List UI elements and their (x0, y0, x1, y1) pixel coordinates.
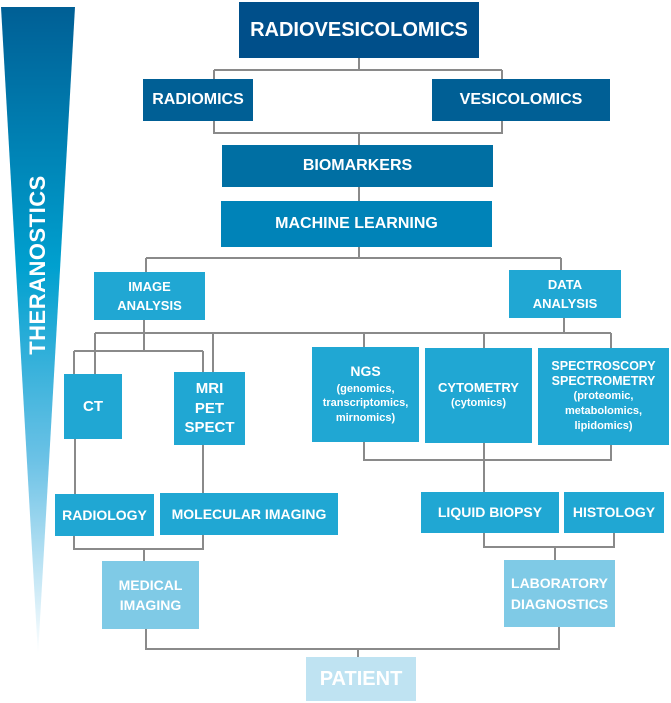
node-machine-learning: MACHINE LEARNING (221, 201, 492, 247)
node-radiology: RADIOLOGY (55, 494, 154, 536)
node-histology: HISTOLOGY (564, 492, 664, 533)
node-liquid-biopsy: LIQUID BIOPSY (421, 492, 559, 533)
node-label: HISTOLOGY (572, 504, 656, 521)
node-label: MRI (195, 380, 224, 398)
node-vesicolomics: VESICOLOMICS (432, 79, 610, 121)
node-subtitle: transcriptomics, (322, 397, 409, 410)
node-biomarkers: BIOMARKERS (222, 145, 493, 187)
node-label: RADIOMICS (152, 91, 244, 109)
node-radiomics: RADIOMICS (143, 79, 253, 121)
node-subtitle: (cytomics) (450, 396, 507, 409)
node-label: ANALYSIS (117, 298, 182, 313)
node-cytometry: CYTOMETRY(cytomics) (425, 348, 532, 443)
node-title: SPECTROMETRY (551, 374, 656, 389)
node-label: DIAGNOSTICS (510, 595, 609, 612)
node-label: LIQUID BIOPSY (437, 504, 543, 521)
node-patient: PATIENT (306, 657, 416, 701)
node-label: LABORATORY (511, 575, 608, 592)
node-laboratory-diagnostics: LABORATORY DIAGNOSTICS (504, 560, 615, 627)
node-label: ANALYSIS (532, 296, 598, 311)
node-subtitle: (genomics, (336, 382, 395, 395)
node-image-analysis: IMAGE ANALYSIS (94, 272, 205, 320)
node-label: RADIOLOGY (62, 506, 147, 523)
node-radiovesicolomics: RADIOVESICOLOMICS (239, 2, 479, 58)
node-label: DATA (547, 276, 583, 292)
node-title: SPECTROSCOPY (551, 359, 656, 374)
node-label: BIOMARKERS (302, 157, 413, 175)
node-title: CYTOMETRY (438, 380, 519, 396)
node-label: IMAGING (119, 597, 182, 613)
node-data-analysis: DATA ANALYSIS (509, 270, 621, 318)
node-ngs: NGS (genomics, transcriptomics, mirnomics) (312, 347, 419, 442)
theranostics-gradient-triangle (1, 7, 75, 655)
node-medical-imaging: MEDICAL IMAGING (102, 561, 199, 629)
node-label: PET (194, 399, 225, 417)
node-label: MACHINE LEARNING (275, 215, 438, 233)
node-label: IMAGE (128, 278, 171, 294)
node-subtitle: mirnomics) (335, 412, 396, 425)
node-subtitle: lipidomics) (574, 419, 633, 432)
node-label: MOLECULAR IMAGING (171, 505, 327, 522)
node-label: MEDICAL (118, 576, 183, 593)
node-label: CT (83, 397, 103, 415)
node-label: PATIENT (319, 668, 403, 690)
node-label: VESICOLOMICS (459, 91, 583, 109)
node-label: RADIOVESICOLOMICS (250, 19, 468, 41)
node-subtitle: (proteomic, (573, 390, 634, 403)
node-title: NGS (350, 362, 381, 379)
node-subtitle: metabolomics, (564, 405, 643, 418)
node-molecular-imaging: MOLECULAR IMAGING (160, 493, 338, 535)
node-ct: CT (64, 374, 122, 439)
node-label: SPECT (184, 419, 235, 437)
